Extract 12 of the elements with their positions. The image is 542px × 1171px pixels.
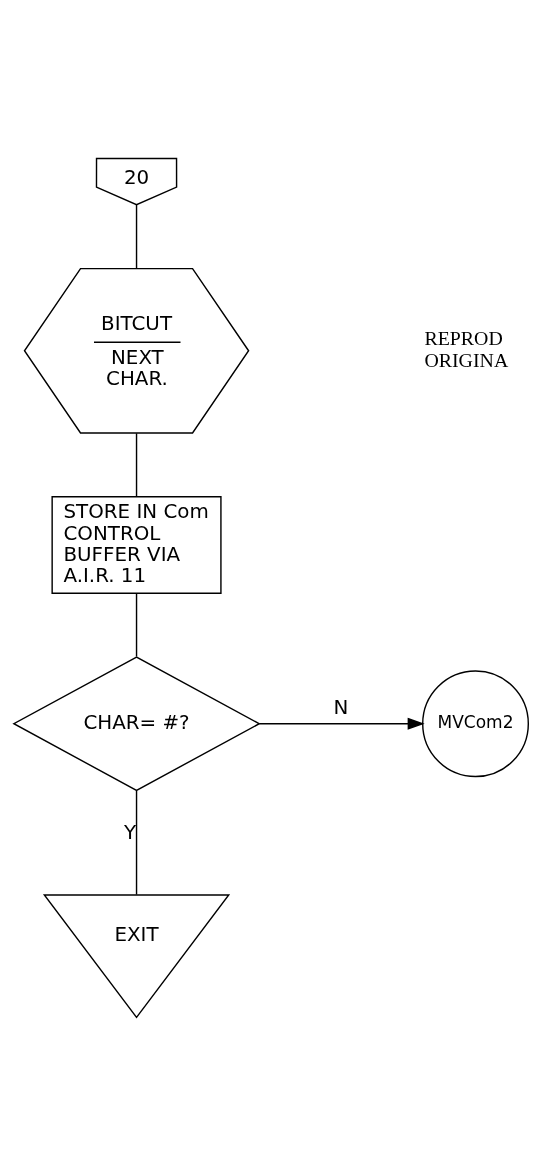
arrow (258, 717, 425, 730)
label: ORIGINA (424, 348, 509, 371)
connector (135, 432, 138, 498)
edge-label: N (333, 696, 349, 720)
connector (135, 592, 138, 658)
node-diamond: CHAR= #? (12, 656, 261, 792)
edge-label: Y (124, 821, 137, 845)
node-box: STORE IN Com CONTROL BUFFER VIA A.I.R. 11 (51, 496, 222, 594)
label: REPROD (424, 327, 503, 350)
connector (135, 790, 138, 896)
connector (135, 204, 138, 270)
node-circle: MVCom2 (422, 670, 529, 778)
